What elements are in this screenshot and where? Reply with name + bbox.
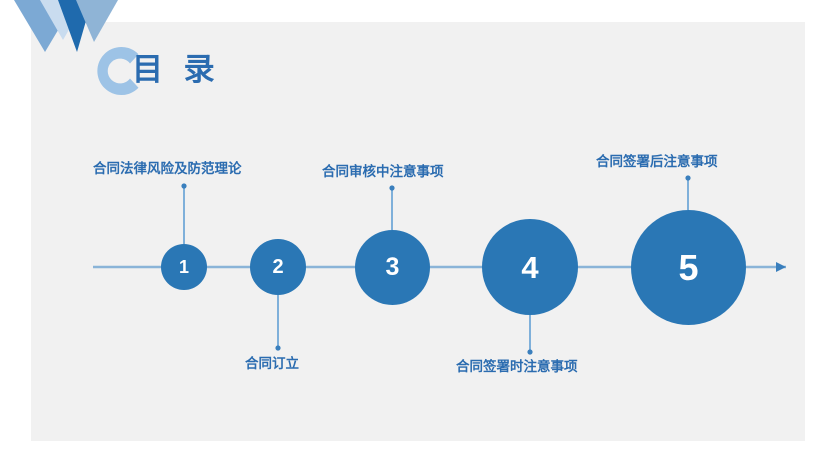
timeline-node-1[interactable]: 1 xyxy=(161,244,207,290)
c-ring-icon xyxy=(97,47,139,95)
timeline-label-4[interactable]: 合同签署时注意事项 xyxy=(456,359,578,374)
page-header: 目 录 xyxy=(86,40,416,110)
timeline-node-5[interactable]: 5 xyxy=(631,210,746,325)
timeline-node-5-number: 5 xyxy=(678,246,699,288)
timeline-node-1-number: 1 xyxy=(178,257,189,277)
timeline-label-3[interactable]: 合同审核中注意事项 xyxy=(322,164,444,179)
page-title: 目 录 xyxy=(132,52,221,87)
timeline-node-2-number: 2 xyxy=(272,256,284,278)
timeline-node-4-number: 4 xyxy=(521,249,539,285)
timeline-label-1[interactable]: 合同法律风险及防范理论 xyxy=(93,161,242,176)
timeline-node-2[interactable]: 2 xyxy=(250,239,306,295)
timeline-label-5[interactable]: 合同签署后注意事项 xyxy=(596,154,718,169)
timeline-node-3-number: 3 xyxy=(385,253,400,281)
timeline-node-3[interactable]: 3 xyxy=(355,230,430,305)
timeline-label-2[interactable]: 合同订立 xyxy=(245,356,299,371)
timeline-node-4[interactable]: 4 xyxy=(482,219,578,315)
